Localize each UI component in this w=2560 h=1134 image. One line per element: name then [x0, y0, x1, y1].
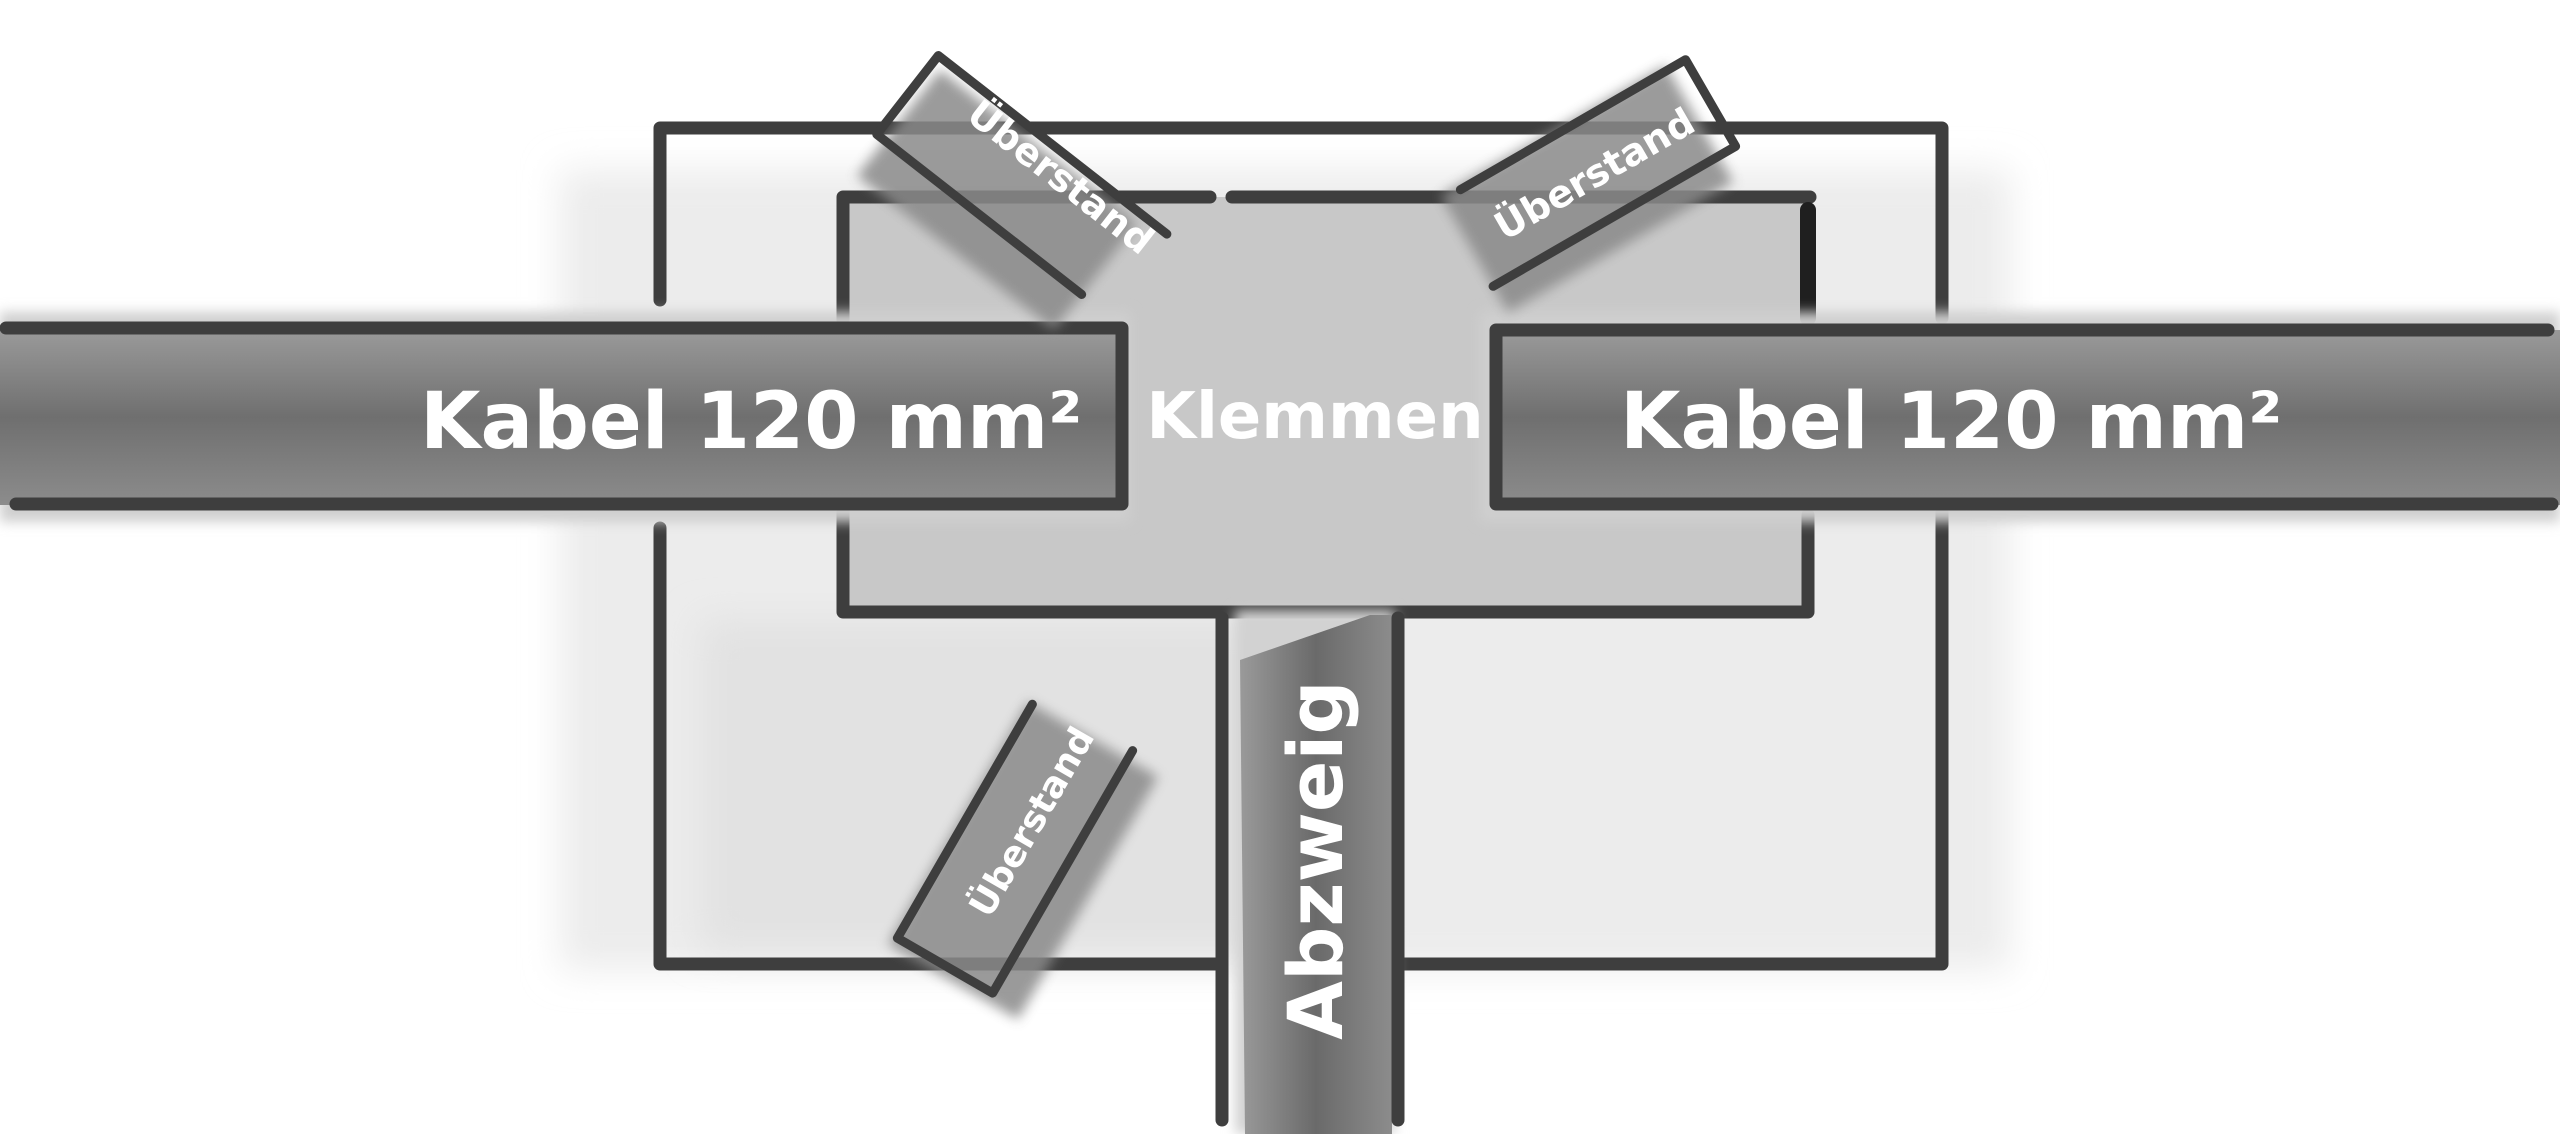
overhang-top-left — [856, 51, 1172, 330]
cable-right — [1480, 312, 2560, 522]
overhang-top-right — [1440, 55, 1741, 313]
branch-label: Abzweig — [1271, 680, 1360, 1040]
overhang-bottom-left — [888, 699, 1158, 1020]
cable-left-label: Kabel 120 mm² — [420, 377, 1082, 467]
branch-cable — [1215, 610, 1405, 1134]
cable-left — [0, 312, 1130, 522]
cable-right-label: Kabel 120 mm² — [1620, 377, 2282, 467]
clamps-label: Klemmen — [1146, 380, 1483, 454]
